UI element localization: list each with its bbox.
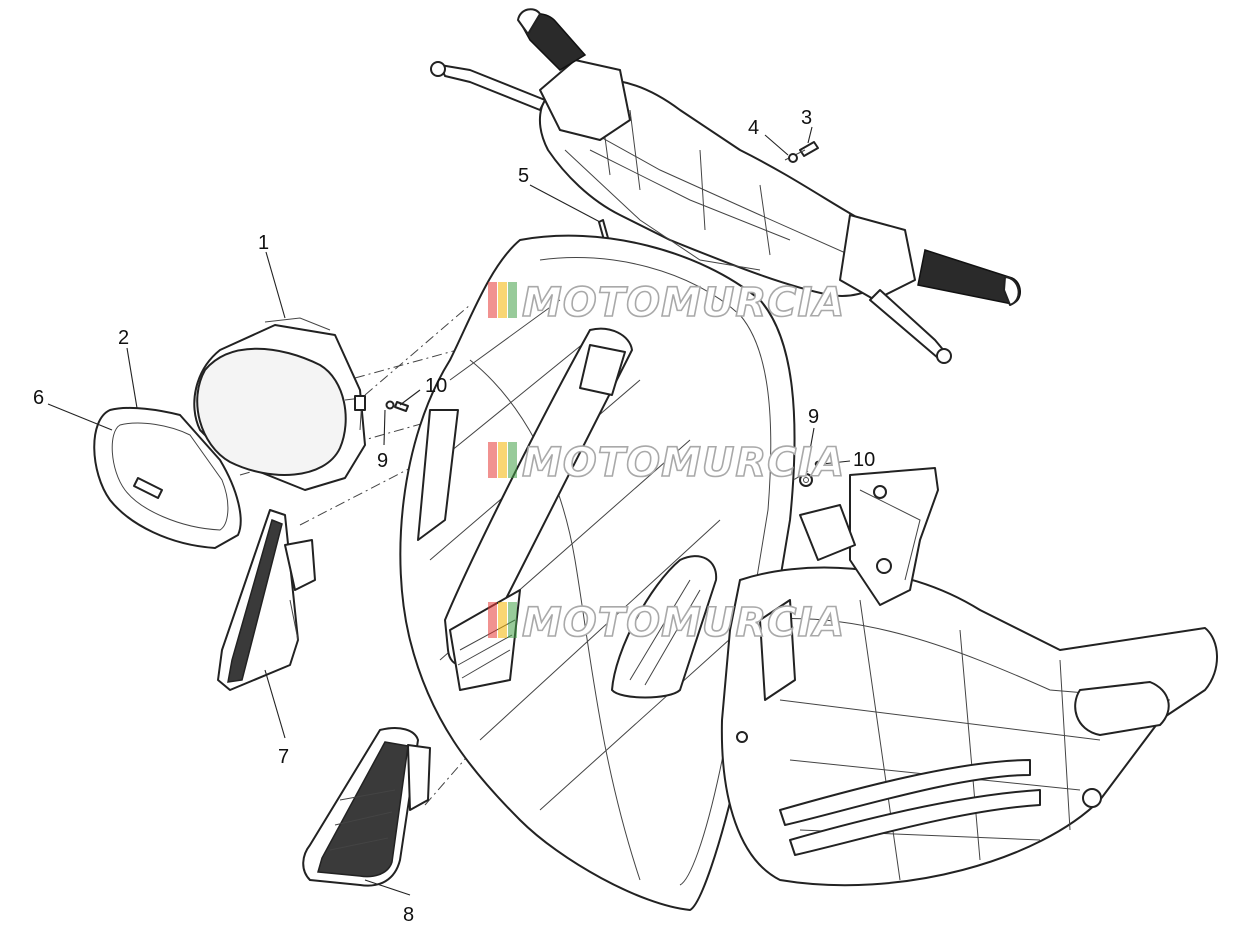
callout-9-right: 9 bbox=[808, 406, 819, 428]
callout-5: 5 bbox=[518, 165, 529, 187]
watermark-text: MOTOMURCIA bbox=[522, 600, 845, 646]
callout-2: 2 bbox=[118, 327, 129, 349]
callout-4: 4 bbox=[748, 117, 759, 139]
floorboard bbox=[720, 566, 1218, 887]
front-indicator-left bbox=[217, 509, 316, 691]
fasteners-right bbox=[799, 460, 822, 487]
watermark-top: MOTOMURCIA bbox=[488, 279, 845, 327]
watermark-text: MOTOMURCIA bbox=[522, 440, 845, 486]
callout-1: 1 bbox=[258, 232, 269, 254]
callout-10-left: 10 bbox=[425, 375, 447, 397]
watermark-flag-stripe bbox=[488, 602, 497, 638]
watermark-text: MOTOMURCIA bbox=[522, 280, 845, 326]
right-handgrip bbox=[917, 249, 1021, 306]
headlamp-rim bbox=[93, 406, 242, 549]
callout-9-left: 9 bbox=[377, 450, 388, 472]
front-indicator-right bbox=[302, 727, 431, 887]
watermark-flag-stripe bbox=[498, 602, 507, 638]
handlebar-assembly bbox=[430, 8, 1021, 364]
headlamp-unit bbox=[193, 317, 366, 491]
watermark-middle: MOTOMURCIA bbox=[488, 439, 845, 487]
watermark-flag-stripe bbox=[488, 282, 497, 318]
fasteners-left bbox=[385, 400, 409, 412]
watermark-flag-stripe bbox=[498, 282, 507, 318]
callout-8: 8 bbox=[403, 904, 414, 926]
callout-6: 6 bbox=[33, 387, 44, 409]
callout-labels: 1 2 3 4 5 6 7 8 9 9 10 10 bbox=[33, 107, 875, 926]
front-leg-shield bbox=[399, 234, 796, 911]
watermark-bottom: MOTOMURCIA bbox=[488, 599, 845, 647]
callout-7: 7 bbox=[278, 746, 289, 768]
callout-10-right: 10 bbox=[853, 449, 875, 471]
watermark-flag-stripe bbox=[488, 442, 497, 478]
watermark-flag-stripe bbox=[498, 442, 507, 478]
screws-top bbox=[598, 141, 819, 241]
headset-bracket bbox=[799, 467, 939, 606]
watermark-flag-stripe bbox=[508, 602, 517, 638]
callout-3: 3 bbox=[801, 107, 812, 129]
leader-lines bbox=[47, 126, 851, 896]
brake-levers bbox=[430, 61, 952, 364]
watermark-flag-stripe bbox=[508, 442, 517, 478]
watermark-flag-stripe bbox=[508, 282, 517, 318]
left-handgrip bbox=[517, 8, 587, 71]
